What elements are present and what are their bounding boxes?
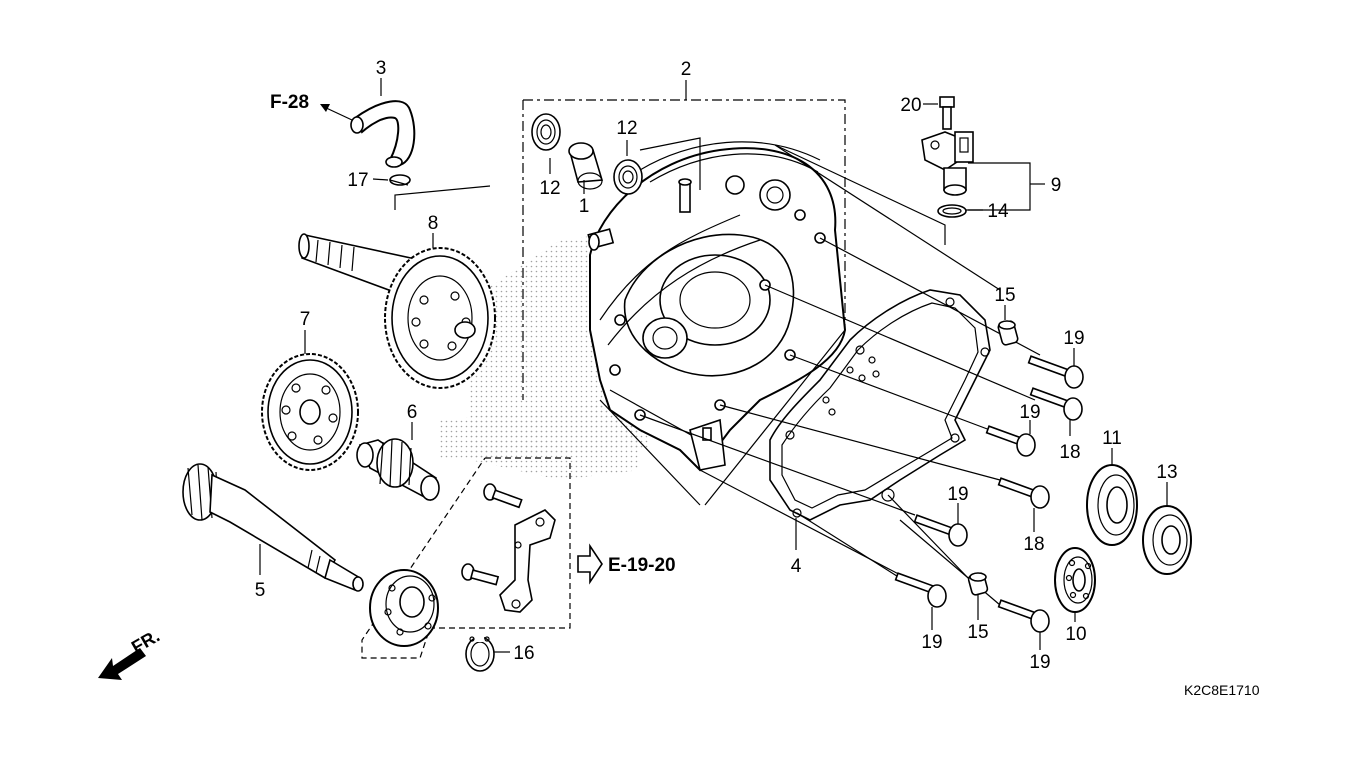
bearing-12-left [531, 113, 561, 151]
callout-20: 20 [900, 95, 921, 116]
o-ring-14 [937, 204, 967, 218]
bracket-bolt-lower [461, 563, 500, 586]
gasket [769, 289, 991, 521]
callout-12-right: 12 [616, 118, 637, 139]
bolt-18-a [1029, 387, 1083, 421]
bracket-line-9 [968, 162, 1045, 211]
bracket-bolt-upper [483, 483, 523, 509]
bearing-11 [1086, 464, 1138, 546]
gear-7 [261, 353, 359, 471]
reference-e1920[interactable]: E-19-20 [608, 555, 676, 576]
bearing-13 [1142, 505, 1192, 575]
callout-17: 17 [347, 170, 368, 191]
callout-11: 11 [1102, 428, 1122, 449]
callout-15-lower: 15 [967, 622, 988, 643]
bolt-18-b [997, 477, 1050, 509]
bolt-20 [939, 96, 955, 130]
group-e1920-bracket [361, 457, 571, 659]
circlip-16 [465, 636, 495, 672]
bolt-19-a [1027, 355, 1084, 389]
callout-18-upper: 18 [1059, 442, 1080, 463]
hose-clip-17 [389, 174, 411, 186]
bearing-12-right [613, 159, 643, 195]
collar-1 [568, 142, 604, 190]
callout-13: 13 [1156, 462, 1177, 483]
callout-7: 7 [300, 309, 311, 330]
callout-leaders [259, 78, 1168, 653]
e1920-arrow-icon [577, 543, 603, 585]
bolt-19-d [894, 572, 947, 608]
callout-19-d: 19 [921, 632, 942, 653]
leader-lines [394, 137, 1041, 606]
group-bracket-2 [522, 80, 846, 400]
bolt-19-b [985, 425, 1036, 457]
rear-case-cover [587, 141, 847, 472]
gear-6 [356, 438, 440, 502]
callout-6: 6 [407, 402, 418, 423]
bearing-10 [1054, 547, 1096, 613]
diagram-code: K2C8E1710 [1184, 682, 1260, 698]
speed-sensor-9 [921, 131, 974, 196]
callout-10: 10 [1065, 624, 1086, 645]
callout-18-lower: 18 [1023, 534, 1044, 555]
bolt-19-c [913, 514, 968, 547]
bearing-in-group [369, 569, 439, 647]
dowel-pin-15-lower [967, 572, 989, 596]
dowel-pin-15-upper [997, 320, 1019, 346]
callout-19-c: 19 [947, 484, 968, 505]
callout-3: 3 [376, 58, 387, 79]
f28-arrow-icon [320, 104, 353, 121]
callout-19-e: 19 [1029, 652, 1050, 673]
sensor-bracket [499, 509, 556, 613]
callout-9: 9 [1051, 175, 1062, 196]
callout-19-a: 19 [1063, 328, 1084, 349]
callout-19-b: 19 [1019, 402, 1040, 423]
callout-8: 8 [428, 213, 439, 234]
callout-15-upper: 15 [994, 285, 1015, 306]
callout-12-left: 12 [539, 178, 560, 199]
callout-16: 16 [513, 643, 534, 664]
breather-hose [350, 100, 416, 168]
callout-1: 1 [579, 196, 590, 217]
callout-14: 14 [987, 201, 1009, 222]
reference-f28[interactable]: F-28 [270, 92, 309, 113]
front-arrow-icon [98, 648, 146, 680]
callout-2: 2 [681, 59, 692, 80]
callout-labels: 1 2 3 4 5 6 7 8 9 10 11 12 12 13 14 15 1… [255, 58, 1178, 673]
final-shaft-5 [182, 463, 364, 592]
countershaft-gear-8 [298, 233, 496, 389]
callout-4: 4 [791, 556, 802, 577]
bolt-19-e [997, 599, 1050, 633]
callout-5: 5 [255, 580, 266, 601]
